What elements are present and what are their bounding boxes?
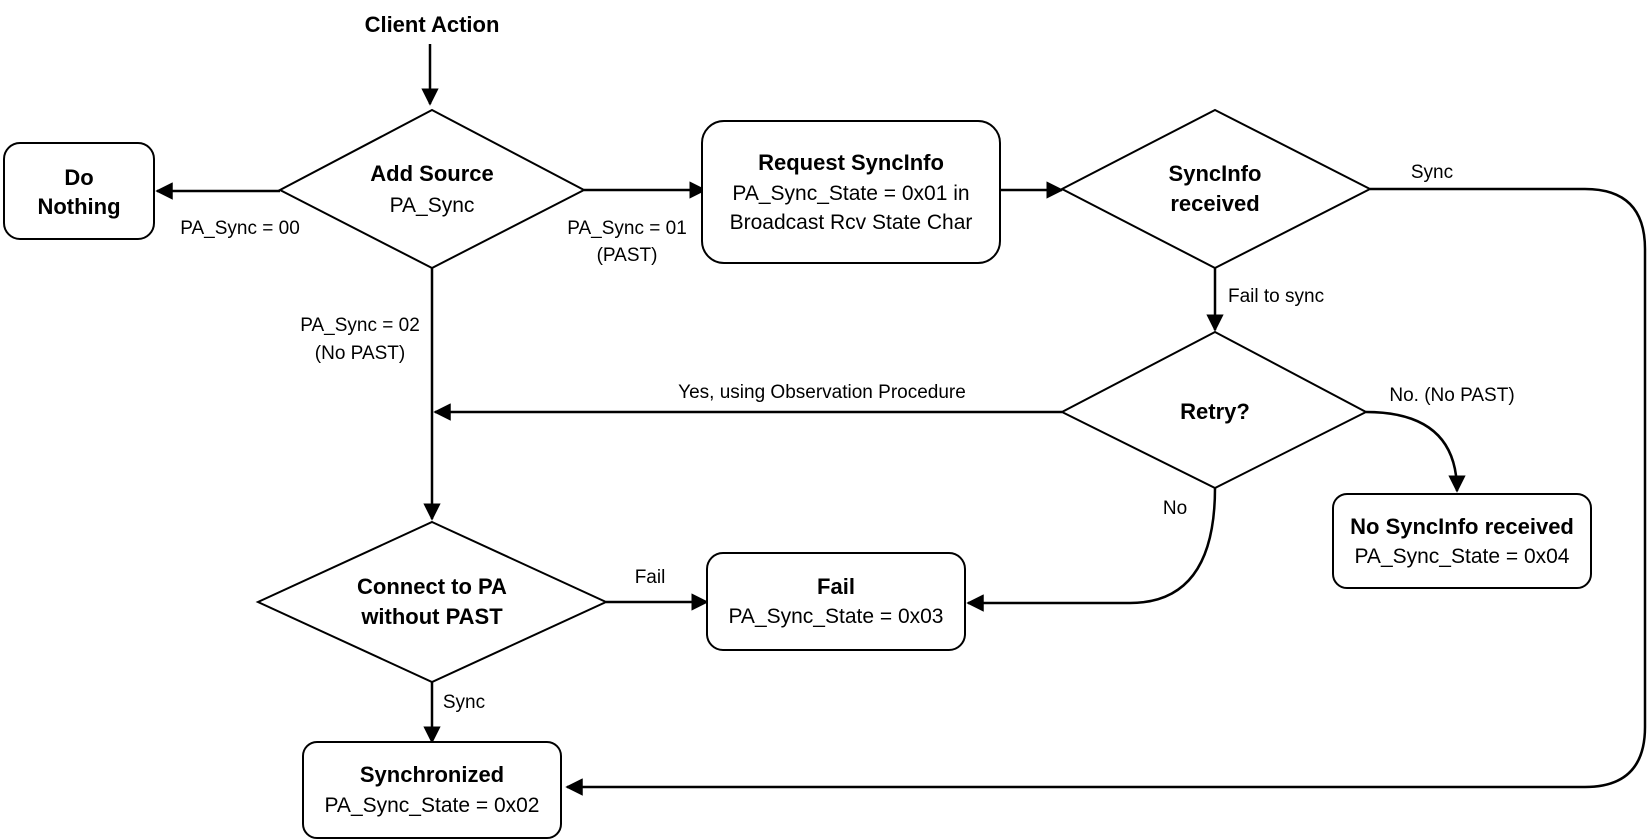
- label-fail-edge: Fail: [635, 567, 666, 588]
- no-syncinfo-title: No SyncInfo received: [1350, 514, 1574, 539]
- node-do-nothing: Do Nothing: [3, 142, 155, 240]
- label-pa-sync-01: PA_Sync = 01: [567, 218, 687, 239]
- add-source-sub: PA_Sync: [390, 194, 475, 217]
- edge-retry-no-past-to-no-syncinfo: [1365, 410, 1466, 493]
- connect-pa-line2: without PAST: [360, 604, 503, 629]
- start-label: Client Action: [365, 12, 500, 37]
- node-synchronized: Synchronized PA_Sync_State = 0x02: [302, 741, 562, 839]
- node-syncinfo-received: SyncInfo received: [1059, 108, 1373, 270]
- retry-title: Retry?: [1180, 399, 1250, 424]
- add-source-title: Add Source: [370, 161, 493, 186]
- label-sync-top: Sync: [1411, 162, 1453, 183]
- label-sync-bottom: Sync: [443, 692, 485, 713]
- synchronized-sub: PA_Sync_State = 0x02: [324, 794, 539, 817]
- node-connect-pa: Connect to PA without PAST: [255, 520, 609, 684]
- do-nothing-line2: Nothing: [37, 194, 120, 219]
- request-syncinfo-sub2: Broadcast Rcv State Char: [730, 211, 973, 234]
- synchronized-title: Synchronized: [360, 762, 504, 787]
- request-syncinfo-sub1: PA_Sync_State = 0x01 in: [732, 182, 969, 205]
- node-no-syncinfo: No SyncInfo received PA_Sync_State = 0x0…: [1332, 493, 1592, 589]
- label-pa-sync-00: PA_Sync = 00: [180, 218, 300, 239]
- label-yes-observation: Yes, using Observation Procedure: [678, 382, 966, 403]
- label-pa-sync-01-note: (PAST): [597, 245, 658, 266]
- label-no: No: [1163, 498, 1187, 519]
- do-nothing-line1: Do: [64, 165, 93, 190]
- request-syncinfo-title: Request SyncInfo: [758, 150, 944, 175]
- node-fail: Fail PA_Sync_State = 0x03: [706, 552, 966, 651]
- syncinfo-received-line2: received: [1170, 191, 1259, 216]
- node-request-syncinfo: Request SyncInfo PA_Sync_State = 0x01 in…: [701, 120, 1001, 264]
- edge-syncinfo-sync-to-synchronized: [565, 187, 1647, 796]
- label-pa-sync-02-note: (No PAST): [315, 343, 405, 364]
- node-retry: Retry?: [1059, 330, 1369, 490]
- fail-title: Fail: [817, 574, 855, 599]
- connect-pa-line1: Connect to PA: [357, 574, 507, 599]
- node-add-source: Add Source PA_Sync: [277, 108, 587, 270]
- fail-sub: PA_Sync_State = 0x03: [728, 605, 943, 628]
- label-fail-to-sync: Fail to sync: [1228, 286, 1324, 307]
- label-pa-sync-02: PA_Sync = 02: [300, 315, 420, 336]
- label-no-no-past: No. (No PAST): [1389, 385, 1514, 406]
- syncinfo-received-line1: SyncInfo: [1169, 161, 1262, 186]
- no-syncinfo-sub: PA_Sync_State = 0x04: [1354, 545, 1569, 568]
- edge-retry-no-to-fail: [966, 487, 1217, 612]
